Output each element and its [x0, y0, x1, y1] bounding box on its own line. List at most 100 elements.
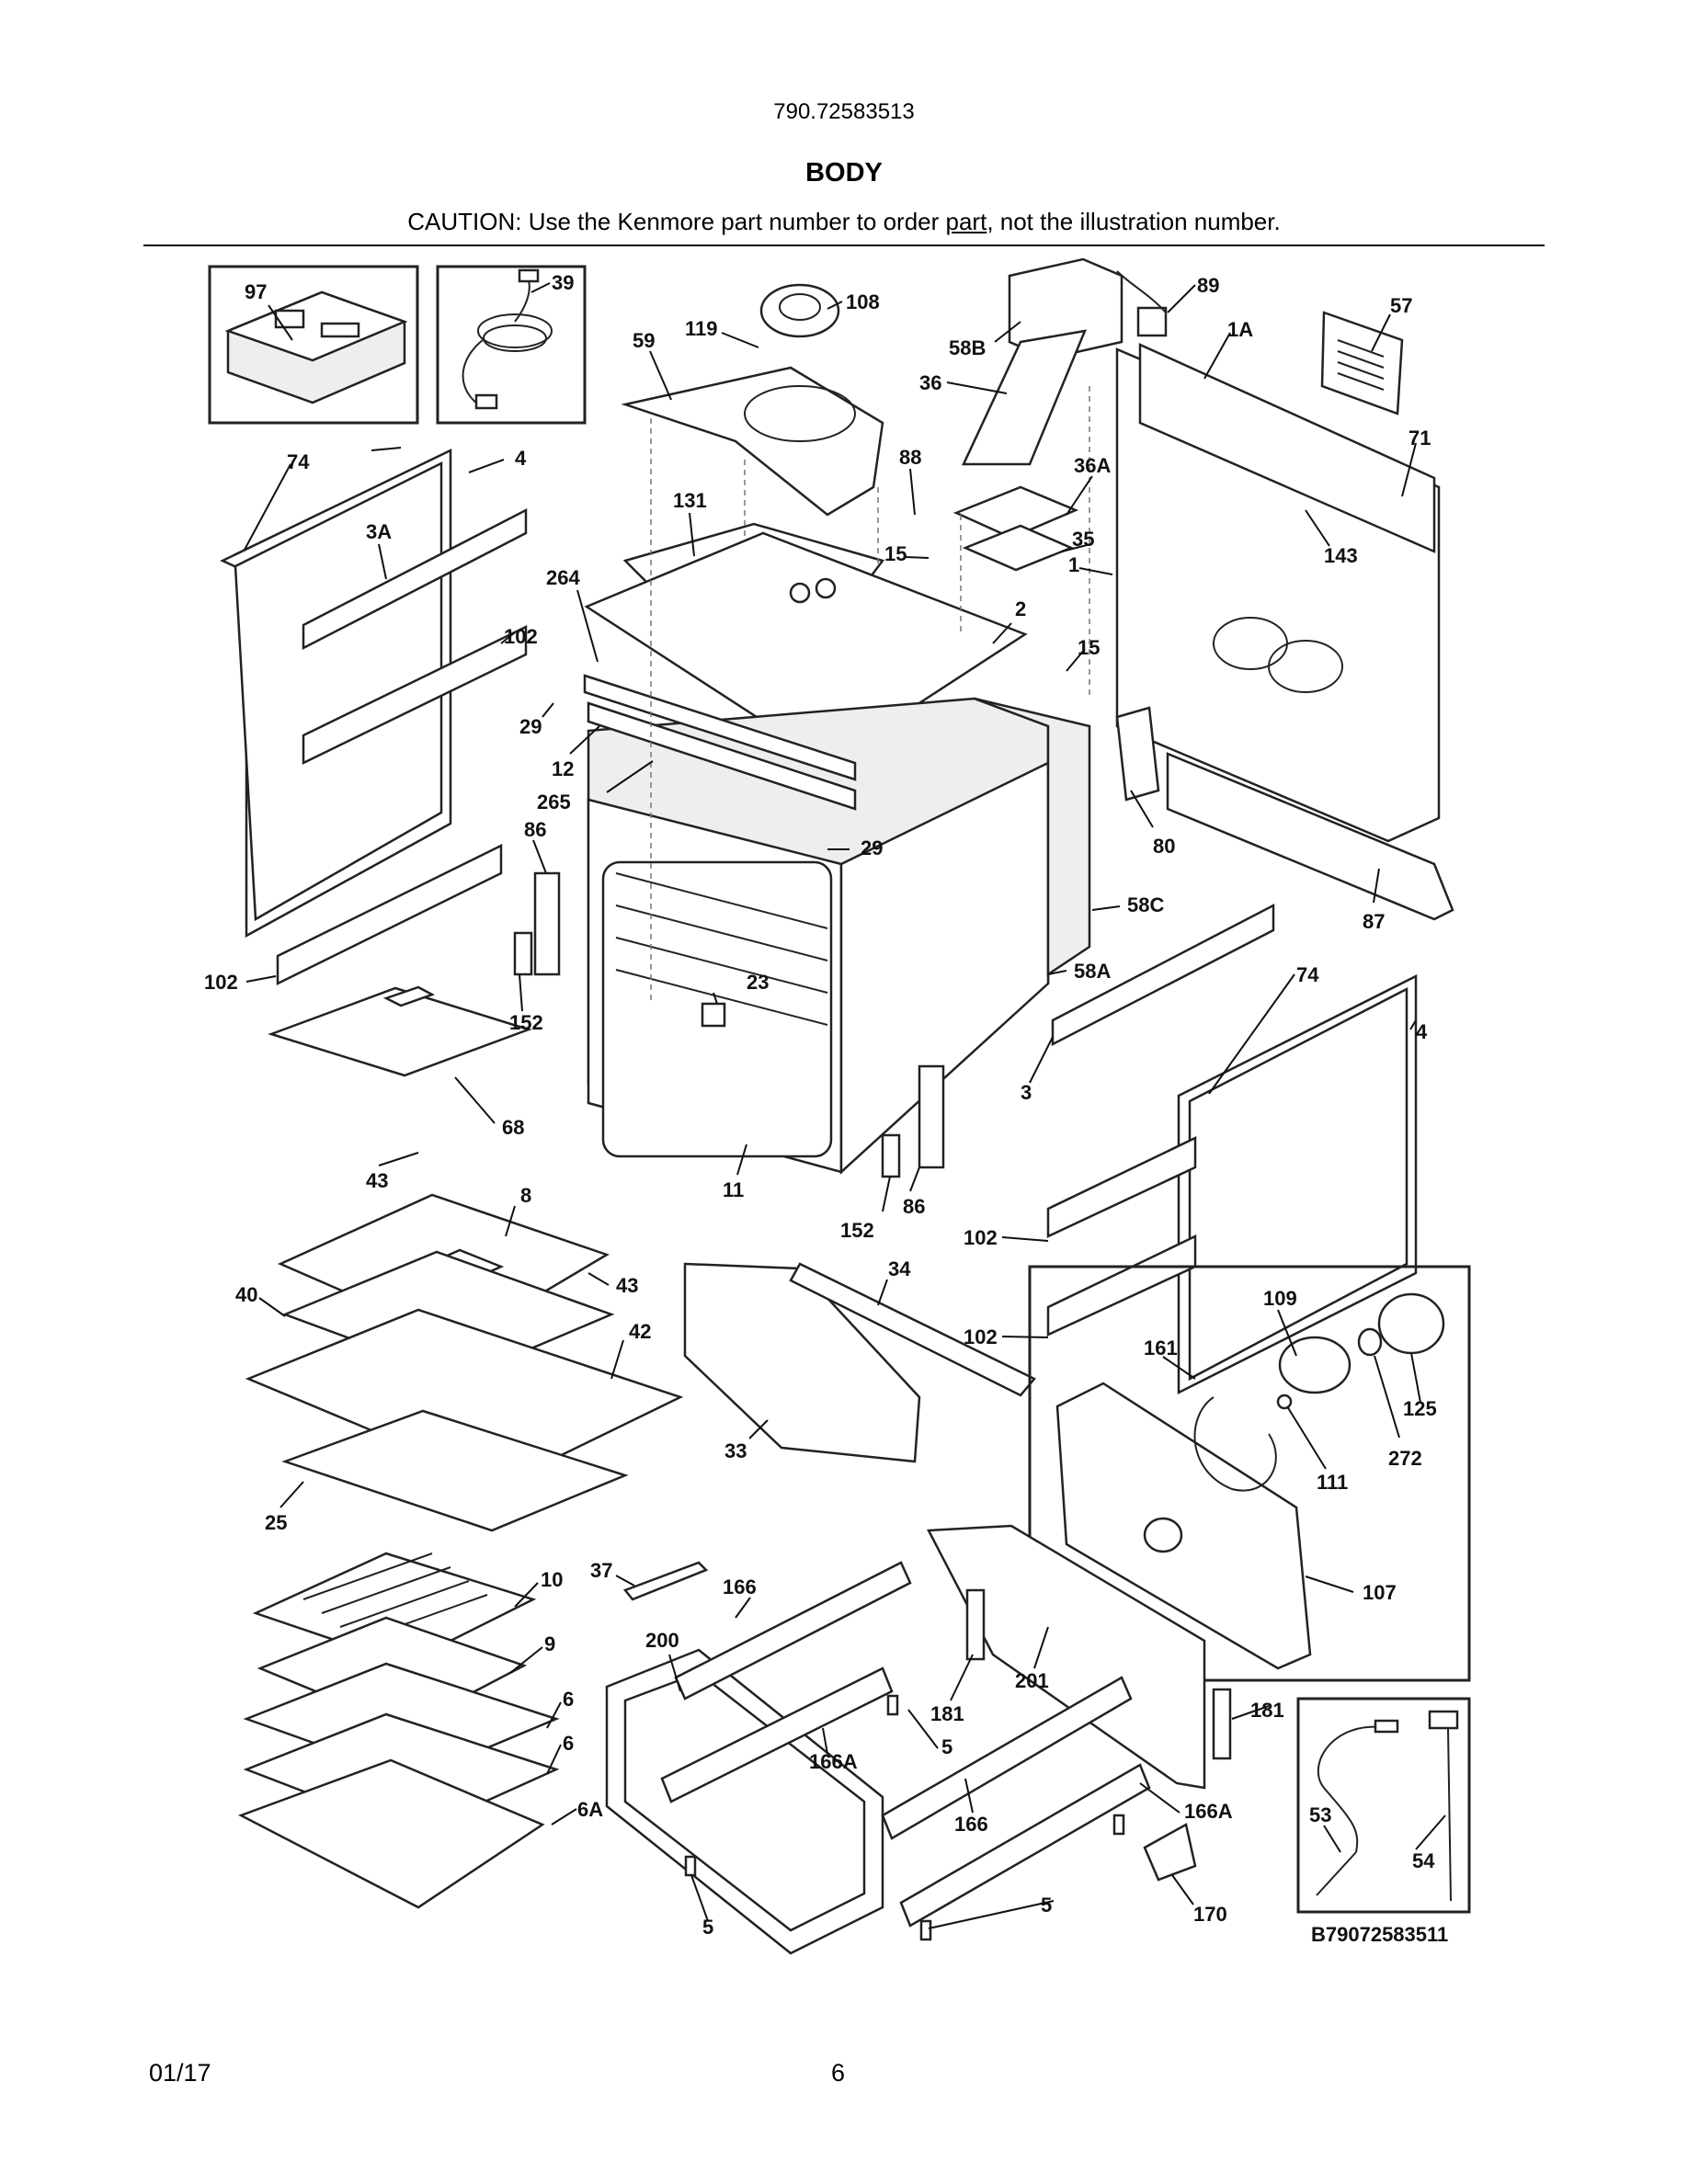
- callout-200: 200: [645, 1629, 679, 1652]
- callout-40: 40: [235, 1283, 257, 1306]
- convection-cover-107: [1055, 1382, 1312, 1670]
- callout-58A: 58A: [1074, 960, 1111, 983]
- side-rail-102-lower: [1046, 1234, 1197, 1337]
- callout-97: 97: [245, 280, 267, 303]
- vent-chute-36: [962, 329, 1088, 466]
- callout-86-left: 86: [524, 818, 546, 841]
- rear-bracket-87: [1166, 752, 1454, 921]
- callout-15-upper: 15: [884, 542, 907, 565]
- callout-102-right-upper: 102: [964, 1226, 998, 1249]
- callout-181-upper: 181: [930, 1702, 964, 1725]
- callout-88: 88: [899, 446, 921, 469]
- callout-15-lower: 15: [1078, 636, 1100, 659]
- callout-29-left: 29: [519, 715, 542, 738]
- callout-125: 125: [1403, 1397, 1437, 1420]
- oven-rack-6a: [237, 1758, 545, 1909]
- control-board-part: [224, 290, 408, 404]
- heat-shield-25: [281, 1409, 629, 1532]
- hinge-bracket-80: [1115, 706, 1160, 802]
- leveling-bracket-170: [1143, 1823, 1197, 1882]
- callout-58B: 58B: [949, 336, 986, 359]
- convection-assembly-box: [1028, 1265, 1471, 1682]
- caution-part-link: part: [945, 208, 987, 235]
- rear-vent-slots: [1337, 339, 1385, 391]
- fan-shroud-59: [621, 366, 884, 517]
- callout-6A: 6A: [577, 1798, 603, 1821]
- callout-36: 36: [919, 371, 941, 394]
- footer-page-number: 6: [831, 2059, 846, 2087]
- wire-harness-54: [1428, 1710, 1459, 1902]
- callout-34: 34: [888, 1257, 911, 1280]
- callout-5-upper: 5: [941, 1735, 952, 1758]
- rear-cover-57: [1320, 311, 1404, 415]
- bracket-181b: [1212, 1688, 1232, 1760]
- leader-lines: [244, 282, 1446, 1929]
- front-frame-264: [583, 674, 857, 781]
- callout-181-lower: 181: [1250, 1699, 1284, 1722]
- power-cord-part: [462, 268, 553, 410]
- callout-36A: 36A: [1074, 454, 1111, 477]
- baffle-tab: [382, 985, 436, 1007]
- callout-166-upper: 166: [723, 1575, 757, 1598]
- callout-29-right: 29: [861, 836, 883, 859]
- callout-labels: 97 39 108 119 59 89 58B 36 1A 57 71 74 4…: [204, 271, 1448, 1946]
- callout-272: 272: [1388, 1447, 1422, 1470]
- hinge-86-left: [533, 871, 561, 976]
- callout-71: 71: [1409, 427, 1431, 449]
- callout-3: 3: [1021, 1081, 1032, 1104]
- panel-rail-102-upper: [302, 624, 528, 766]
- side-rail-3: [1051, 903, 1275, 1047]
- callout-1A: 1A: [1227, 318, 1253, 341]
- insulation-wrap-58c: [974, 697, 1091, 977]
- rail-166a-upper: [660, 1666, 894, 1803]
- callout-37: 37: [590, 1559, 612, 1582]
- callout-58C: 58C: [1127, 893, 1164, 916]
- callout-43-upper: 43: [366, 1169, 388, 1192]
- rail-166a-lower: [899, 1763, 1151, 1928]
- callout-143: 143: [1324, 544, 1358, 567]
- footer-date: 01/17: [149, 2059, 211, 2087]
- callout-57: 57: [1390, 294, 1412, 317]
- panel-bracket-3a: [302, 507, 528, 651]
- callout-152-upper: 152: [509, 1011, 543, 1034]
- callout-4-right: 4: [1416, 1020, 1428, 1043]
- callout-6-lower: 6: [563, 1732, 574, 1755]
- spacer-272: [1357, 1327, 1383, 1357]
- callout-265: 265: [537, 791, 571, 813]
- vent-duct-58b: [1008, 257, 1123, 360]
- sensor-box: [1296, 1697, 1471, 1914]
- callout-4-left: 4: [515, 447, 527, 470]
- callout-119: 119: [685, 317, 718, 340]
- callout-3A: 3A: [366, 520, 392, 543]
- callout-10: 10: [541, 1568, 563, 1591]
- callout-161: 161: [1144, 1337, 1178, 1359]
- light-socket-23: [701, 1002, 726, 1028]
- element-terminal-37: [622, 1561, 709, 1601]
- callout-152-lower: 152: [840, 1219, 874, 1242]
- callout-87: 87: [1363, 910, 1385, 933]
- callout-170: 170: [1193, 1903, 1227, 1926]
- callout-8: 8: [520, 1184, 531, 1207]
- side-rail-102-upper: [1046, 1136, 1197, 1238]
- callout-9: 9: [544, 1632, 555, 1655]
- callout-5-left: 5: [702, 1916, 713, 1939]
- rail-166-lower: [881, 1676, 1133, 1840]
- leveling-legs-5: [684, 1694, 1125, 1941]
- callout-107: 107: [1363, 1581, 1397, 1604]
- callout-5-right: 5: [1041, 1894, 1052, 1917]
- callout-1: 1: [1068, 553, 1079, 576]
- callout-264: 264: [546, 566, 580, 589]
- callout-108: 108: [846, 290, 880, 313]
- bottom-baffle-68: [268, 986, 532, 1077]
- rear-insulation-71: [1138, 343, 1436, 553]
- callout-53: 53: [1309, 1803, 1331, 1826]
- bracket-181a: [965, 1588, 986, 1661]
- model-number: 790.72583513: [773, 99, 915, 124]
- callout-80: 80: [1153, 835, 1175, 858]
- callout-109: 109: [1263, 1287, 1297, 1310]
- callout-102-right-lower: 102: [964, 1325, 998, 1348]
- callout-166A-upper: 166A: [809, 1750, 858, 1773]
- power-cord-box: [436, 265, 587, 425]
- callout-39: 39: [552, 271, 574, 294]
